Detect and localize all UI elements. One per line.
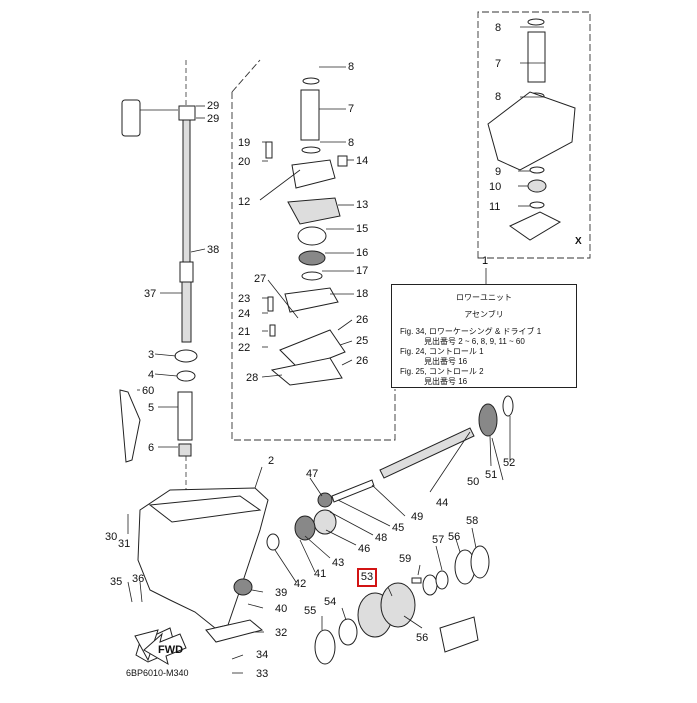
part-number-label[interactable]: 56	[416, 632, 428, 644]
legend-line: Fig. 25, コントロール 2	[400, 367, 484, 376]
part-number-label[interactable]: 22	[238, 342, 250, 354]
part-number-label[interactable]: 8	[348, 137, 354, 149]
part-number-label[interactable]: 29	[207, 113, 219, 125]
inset-x-parts	[487, 18, 576, 241]
part-number-label[interactable]: 7	[495, 58, 501, 70]
part-number-label[interactable]: 17	[356, 265, 368, 277]
part-number-label[interactable]: 33	[256, 668, 268, 680]
part-number-label[interactable]: 21	[238, 326, 250, 338]
part-number-label[interactable]: 38	[207, 244, 219, 256]
legend-line: 見出番号 16	[424, 377, 468, 386]
part-number-label[interactable]: 47	[306, 468, 318, 480]
part-number-label[interactable]: 16	[356, 247, 368, 259]
part-number-label[interactable]: 29	[207, 100, 219, 112]
legend-line: 見出番号 2 ~ 6, 8, 9, 11 ~ 60	[424, 337, 525, 346]
assembly-frame	[231, 11, 591, 441]
part-number-label[interactable]: 28	[246, 372, 258, 384]
part-number-label[interactable]: 42	[294, 578, 306, 590]
part-number-label[interactable]: 27	[254, 273, 266, 285]
part-number-label[interactable]: 9	[495, 166, 501, 178]
part-number-label[interactable]: 48	[375, 532, 387, 544]
leader-lines	[127, 26, 545, 674]
part-number-label[interactable]: 25	[356, 335, 368, 347]
inset-label: X	[575, 236, 582, 247]
highlighted-part-box[interactable]: 53	[357, 568, 377, 587]
drive-shaft-assembly	[119, 60, 198, 490]
part-number-label[interactable]: 26	[356, 355, 368, 367]
part-number-label[interactable]: 55	[304, 605, 316, 617]
part-number-label[interactable]: 15	[356, 223, 368, 235]
part-number-label[interactable]: 56	[448, 531, 460, 543]
part-number-label[interactable]: 19	[238, 137, 250, 149]
legend-subtitle: アセンブリ	[464, 310, 504, 319]
propeller-shaft-gears	[134, 395, 514, 665]
highlighted-part-label: 53	[360, 571, 374, 583]
part-labels: 8789101187814131516171819201227232421222…	[105, 22, 515, 680]
part-number-label[interactable]: 59	[399, 553, 411, 565]
part-number-label[interactable]: 39	[275, 587, 287, 599]
part-number-label[interactable]: 46	[358, 543, 370, 555]
part-number-label[interactable]: 52	[503, 457, 515, 469]
part-number-label[interactable]: 3	[148, 349, 154, 361]
part-number-label[interactable]: 26	[356, 314, 368, 326]
part-number-label[interactable]: 5	[148, 402, 154, 414]
part-number-label[interactable]: 20	[238, 156, 250, 168]
part-number-label[interactable]: 36	[132, 573, 144, 585]
part-number-label[interactable]: 8	[495, 22, 501, 34]
part-number-label[interactable]: 60	[142, 385, 154, 397]
part-number-label[interactable]: 6	[148, 442, 154, 454]
part-number-label[interactable]: 41	[314, 568, 326, 580]
legend-line: 見出番号 16	[424, 357, 468, 366]
part-number-label[interactable]: 7	[348, 103, 354, 115]
legend-box: ロワーユニット アセンブリ Fig. 34, ロワーケーシング & ドライブ 1…	[391, 284, 577, 388]
part-number-label[interactable]: 37	[144, 288, 156, 300]
part-number-label[interactable]: 51	[485, 469, 497, 481]
fwd-arrow: FWD	[143, 632, 187, 666]
part-number-label[interactable]: 8	[348, 61, 354, 73]
part-number-label[interactable]: 12	[238, 196, 250, 208]
part-number-label[interactable]: 14	[356, 155, 368, 167]
fwd-label: FWD	[158, 644, 183, 656]
part-number-label[interactable]: 23	[238, 293, 250, 305]
part-number-label[interactable]: 50	[467, 476, 479, 488]
part-number-label[interactable]: 54	[324, 596, 336, 608]
part-number-label[interactable]: 58	[466, 515, 478, 527]
part-number-label[interactable]: 4	[148, 369, 154, 381]
legend-callout: 1	[482, 255, 489, 267]
legend-title: ロワーユニット	[456, 293, 512, 302]
part-number-label[interactable]: 57	[432, 534, 444, 546]
legend-lines: Fig. 34, ロワーケーシング & ドライブ 1 見出番号 2 ~ 6, 8…	[400, 327, 576, 387]
part-number-label[interactable]: 49	[411, 511, 423, 523]
diagram-id: 6BP6010-M340	[126, 668, 189, 678]
part-number-label[interactable]: 24	[238, 308, 250, 320]
part-number-label[interactable]: 11	[489, 201, 500, 213]
part-number-label[interactable]: 43	[332, 557, 344, 569]
part-number-label[interactable]: 32	[275, 627, 287, 639]
part-number-label[interactable]: 30	[105, 531, 117, 543]
part-number-label[interactable]: 8	[495, 91, 501, 103]
legend-line: Fig. 34, ロワーケーシング & ドライブ 1	[400, 327, 542, 336]
part-number-label[interactable]: 34	[256, 649, 268, 661]
part-number-label[interactable]: 18	[356, 288, 368, 300]
part-number-label[interactable]: 2	[268, 455, 274, 467]
part-number-label[interactable]: 45	[392, 522, 404, 534]
part-number-label[interactable]: 31	[118, 538, 130, 550]
part-number-label[interactable]: 35	[110, 576, 122, 588]
part-number-label[interactable]: 40	[275, 603, 287, 615]
part-number-label[interactable]: 13	[356, 199, 368, 211]
water-pump-stack	[265, 77, 348, 386]
part-number-label[interactable]: 10	[489, 181, 501, 193]
part-number-label[interactable]: 44	[436, 497, 448, 509]
legend-line: Fig. 24, コントロール 1	[400, 347, 484, 356]
